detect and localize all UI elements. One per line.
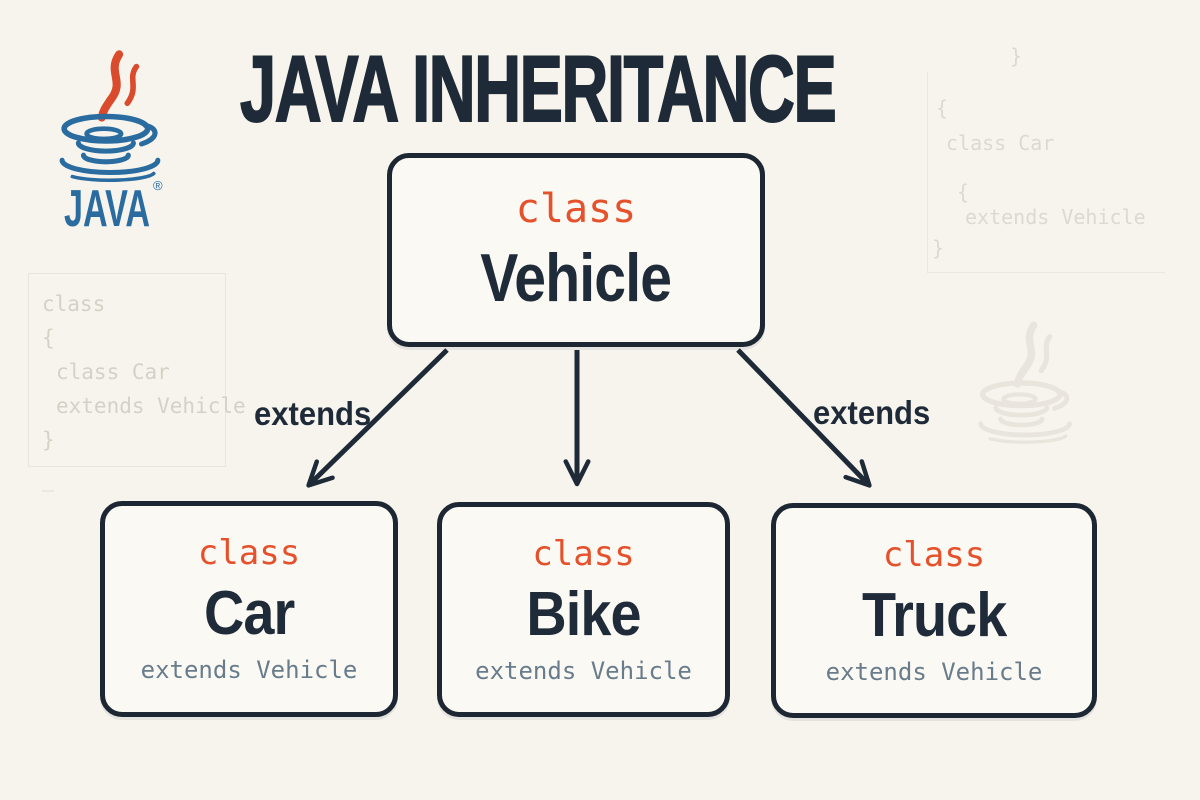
class-name-car: Car <box>203 579 295 648</box>
car-class-box: class Car extends Vehicle <box>100 501 398 717</box>
class-keyword: class <box>882 534 986 575</box>
class-name-bike: Bike <box>526 579 641 649</box>
code-line: extends Vehicle <box>56 394 246 418</box>
class-name-vehicle: Vehicle <box>480 239 672 316</box>
code-snippet-border <box>927 72 928 272</box>
extends-subtitle: extends Vehicle <box>140 656 358 684</box>
java-cup-watermark <box>980 325 1070 443</box>
faint-mark <box>42 490 54 492</box>
code-line: class Car <box>56 360 170 384</box>
extends-subtitle: extends Vehicle <box>475 656 692 685</box>
code-line: extends Vehicle <box>965 205 1146 229</box>
code-line: class Car <box>946 131 1055 155</box>
registered-trademark: ® <box>153 178 163 193</box>
code-line: { <box>42 326 55 350</box>
code-line: { <box>957 180 970 204</box>
extends-label-left: extends <box>254 395 372 432</box>
code-snippet-border <box>927 272 1165 273</box>
class-name-truck: Truck <box>861 580 1007 650</box>
vehicle-class-box: class Vehicle <box>387 153 765 347</box>
code-line: class <box>42 292 106 316</box>
code-line: { <box>936 96 949 120</box>
code-line: } <box>1010 44 1023 68</box>
code-snippet-frame <box>28 273 226 467</box>
bike-class-box: class Bike extends Vehicle <box>437 502 730 717</box>
class-keyword: class <box>197 533 301 573</box>
class-keyword: class <box>515 185 637 232</box>
java-logo: JAVA ® <box>62 54 163 232</box>
extends-label-right: extends <box>813 394 931 431</box>
java-logo-text: JAVA <box>64 180 150 232</box>
code-line: } <box>42 428 55 452</box>
class-keyword: class <box>532 533 635 574</box>
code-line: } <box>932 236 945 260</box>
page-title: JAVA INHERITANCE <box>239 36 837 141</box>
truck-class-box: class Truck extends Vehicle <box>771 503 1097 718</box>
extends-subtitle: extends Vehicle <box>825 657 1043 686</box>
